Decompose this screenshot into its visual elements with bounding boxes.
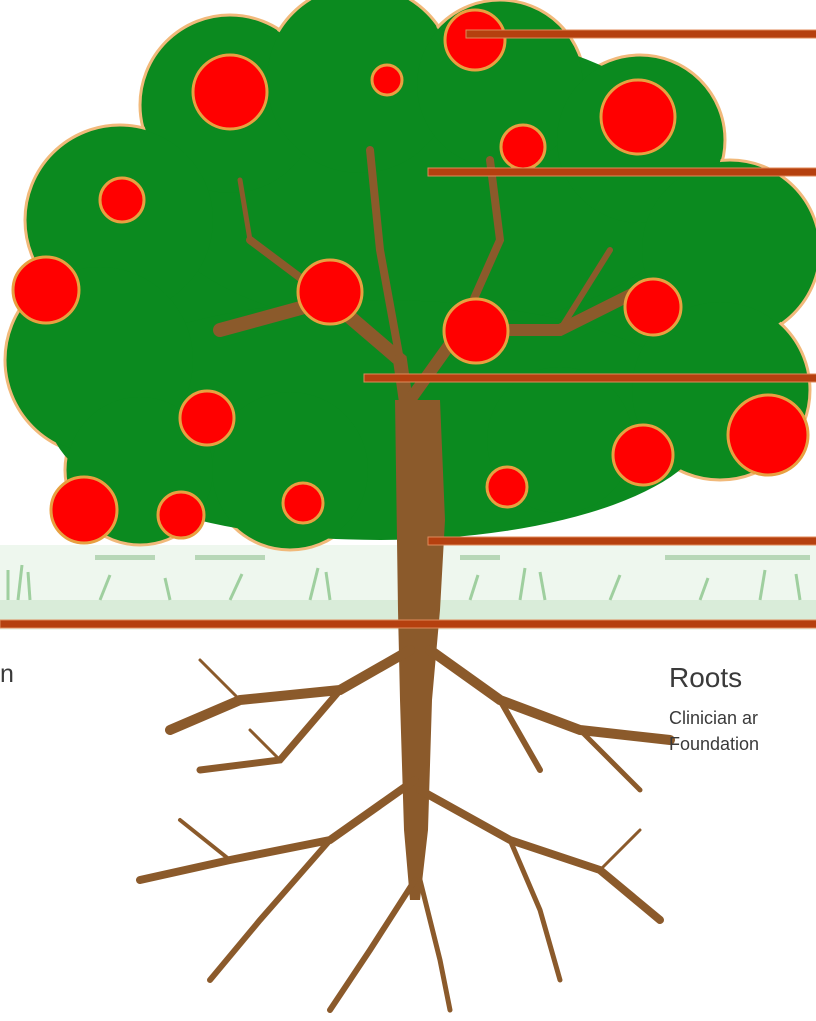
callout-line-trunk bbox=[428, 537, 816, 545]
apple-icon bbox=[445, 10, 505, 70]
apple-icon bbox=[601, 80, 675, 154]
apple-icon bbox=[100, 178, 144, 222]
callout-line-ground bbox=[0, 620, 816, 628]
apple-icon bbox=[728, 395, 808, 475]
callout-line-branches bbox=[364, 374, 816, 382]
apple-icon bbox=[298, 260, 362, 324]
apple-icon bbox=[487, 467, 527, 507]
apple-icon bbox=[372, 65, 402, 95]
apple-icon bbox=[444, 299, 508, 363]
apple-icon bbox=[613, 425, 673, 485]
apple-icon bbox=[193, 55, 267, 129]
apple-icon bbox=[625, 279, 681, 335]
callout-line-canopy bbox=[428, 168, 816, 176]
roots-title: Roots bbox=[669, 662, 742, 694]
callout-line-fruit bbox=[466, 30, 816, 38]
apple-icon bbox=[158, 492, 204, 538]
apple-icon bbox=[13, 257, 79, 323]
apple-icon bbox=[501, 125, 545, 169]
apple-icon bbox=[283, 483, 323, 523]
roots-description-line-1: Clinician ar bbox=[669, 708, 758, 729]
roots-description-line-2: Foundation bbox=[669, 734, 759, 755]
apple-icon bbox=[180, 391, 234, 445]
left-label-fragment: n bbox=[0, 660, 14, 689]
apple-icon bbox=[51, 477, 117, 543]
